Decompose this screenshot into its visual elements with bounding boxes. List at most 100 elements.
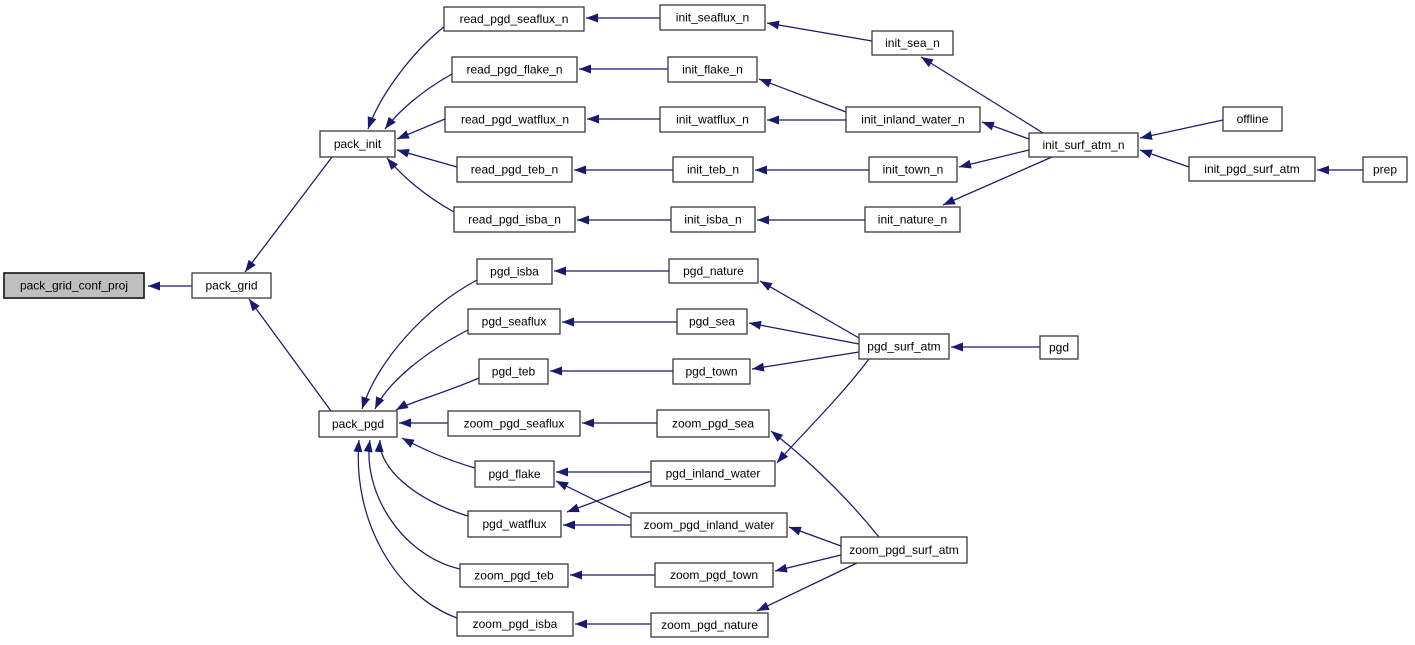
node-pgd[interactable]: pgd [1039, 335, 1079, 360]
node-label-pgd_inland_water: pgd_inland_water [666, 467, 761, 481]
node-prep[interactable]: prep [1362, 156, 1408, 183]
node-pgd_teb[interactable]: pgd_teb [478, 358, 549, 385]
node-box-pgd_nature[interactable] [668, 258, 759, 284]
node-box-init_watflux_n[interactable] [659, 106, 766, 133]
node-box-zoom_pgd_surf_atm[interactable] [840, 536, 968, 564]
node-pgd_watflux[interactable]: pgd_watflux [467, 510, 562, 538]
node-box-pgd_teb[interactable] [478, 358, 549, 385]
node-box-init_town_n[interactable] [868, 156, 958, 183]
node-pgd_inland_water[interactable]: pgd_inland_water [650, 460, 776, 487]
node-box-zoom_pgd_inland_water[interactable] [630, 512, 788, 538]
node-label-init_nature_n: init_nature_n [878, 213, 947, 227]
edge-read_pgd_isba_n-to-pack_init [386, 157, 455, 213]
edge-zoom_pgd_inland_water-to-pgd_flake [555, 480, 632, 519]
node-box-pgd_town[interactable] [672, 358, 751, 385]
node-zoom_pgd_surf_atm[interactable]: zoom_pgd_surf_atm [840, 536, 968, 564]
node-box-pgd_watflux[interactable] [467, 510, 562, 538]
node-box-pack_grid[interactable] [191, 272, 272, 299]
edge-read_pgd_watflux_n-to-pack_init [396, 118, 446, 140]
node-box-init_isba_n[interactable] [670, 206, 756, 233]
node-box-init_seaflux_n[interactable] [659, 4, 766, 31]
node-init_surf_atm_n[interactable]: init_surf_atm_n [1028, 132, 1139, 158]
edge-init_inland_water_n-to-init_flake_n [758, 78, 847, 113]
node-init_watflux_n[interactable]: init_watflux_n [659, 106, 766, 133]
node-box-read_pgd_watflux_n[interactable] [444, 106, 586, 133]
node-read_pgd_watflux_n[interactable]: read_pgd_watflux_n [444, 106, 586, 133]
node-box-pgd_isba[interactable] [476, 258, 553, 285]
edge-pack_init-to-pack_grid [244, 156, 333, 273]
node-zoom_pgd_sea[interactable]: zoom_pgd_sea [656, 409, 770, 438]
node-box-zoom_pgd_teb[interactable] [459, 563, 569, 588]
node-pack_init[interactable]: pack_init [319, 130, 396, 158]
edge-zoom_pgd_teb-to-pack_pgd [363, 439, 461, 570]
node-label-init_seaflux_n: init_seaflux_n [676, 11, 749, 25]
node-box-read_pgd_isba_n[interactable] [453, 206, 576, 233]
node-box-init_nature_n[interactable] [864, 206, 961, 233]
node-box-init_sea_n[interactable] [871, 30, 954, 56]
edge-init_surf_atm_n-to-init_town_n [958, 149, 1030, 169]
node-box-pgd[interactable] [1039, 335, 1079, 360]
node-pgd_town[interactable]: pgd_town [672, 358, 751, 385]
node-zoom_pgd_seaflux[interactable]: zoom_pgd_seaflux [447, 410, 581, 437]
node-zoom_pgd_town[interactable]: zoom_pgd_town [654, 562, 774, 588]
node-pgd_flake[interactable]: pgd_flake [474, 460, 555, 488]
node-zoom_pgd_inland_water[interactable]: zoom_pgd_inland_water [630, 512, 788, 538]
node-label-pgd_watflux: pgd_watflux [482, 517, 546, 531]
edge-read_pgd_flake_n-to-pack_init [384, 73, 453, 130]
node-offline[interactable]: offline [1222, 106, 1283, 132]
node-init_teb_n[interactable]: init_teb_n [672, 156, 754, 183]
node-init_seaflux_n[interactable]: init_seaflux_n [659, 4, 766, 31]
node-pack_pgd[interactable]: pack_pgd [318, 410, 398, 438]
node-read_pgd_seaflux_n[interactable]: read_pgd_seaflux_n [443, 6, 585, 32]
node-pack_grid[interactable]: pack_grid [191, 272, 272, 299]
node-box-pgd_sea[interactable] [676, 308, 748, 335]
node-init_pgd_surf_atm[interactable]: init_pgd_surf_atm [1188, 156, 1316, 182]
node-box-init_teb_n[interactable] [672, 156, 754, 183]
node-label-init_surf_atm_n: init_surf_atm_n [1042, 138, 1124, 152]
node-zoom_pgd_nature[interactable]: zoom_pgd_nature [650, 612, 769, 638]
node-pgd_surf_atm[interactable]: pgd_surf_atm [858, 333, 950, 360]
node-box-init_flake_n[interactable] [667, 56, 758, 83]
node-init_inland_water_n[interactable]: init_inland_water_n [845, 106, 981, 133]
node-read_pgd_flake_n[interactable]: read_pgd_flake_n [451, 56, 578, 83]
node-box-read_pgd_seaflux_n[interactable] [443, 6, 585, 32]
node-init_isba_n[interactable]: init_isba_n [670, 206, 756, 233]
node-box-init_inland_water_n[interactable] [845, 106, 981, 133]
edges-layer [148, 13, 1363, 629]
edge-zoom_pgd_isba-to-pack_pgd [353, 439, 458, 619]
node-pgd_sea[interactable]: pgd_sea [676, 308, 748, 335]
node-box-read_pgd_flake_n[interactable] [451, 56, 578, 83]
node-init_flake_n[interactable]: init_flake_n [667, 56, 758, 83]
node-box-pgd_flake[interactable] [474, 460, 555, 488]
node-pgd_isba[interactable]: pgd_isba [476, 258, 553, 285]
edge-pgd_flake-to-pack_pgd [401, 437, 476, 469]
node-box-zoom_pgd_nature[interactable] [650, 612, 769, 638]
node-box-pgd_inland_water[interactable] [650, 460, 776, 487]
edge-read_pgd_seaflux_n-to-pack_init [367, 25, 446, 130]
node-read_pgd_teb_n[interactable]: read_pgd_teb_n [456, 156, 573, 183]
node-pgd_nature[interactable]: pgd_nature [668, 258, 759, 284]
node-label-pack_grid_conf_proj: pack_grid_conf_proj [20, 279, 128, 293]
node-box-pack_init[interactable] [319, 130, 396, 158]
node-zoom_pgd_isba[interactable]: zoom_pgd_isba [456, 611, 574, 637]
node-init_town_n[interactable]: init_town_n [868, 156, 958, 183]
node-box-zoom_pgd_isba[interactable] [456, 611, 574, 637]
node-box-zoom_pgd_town[interactable] [654, 562, 774, 588]
node-zoom_pgd_teb[interactable]: zoom_pgd_teb [459, 563, 569, 588]
node-box-init_surf_atm_n[interactable] [1028, 132, 1139, 158]
node-init_sea_n[interactable]: init_sea_n [871, 30, 954, 56]
node-box-pgd_seaflux[interactable] [467, 308, 561, 335]
node-box-prep[interactable] [1362, 156, 1408, 183]
node-box-zoom_pgd_sea[interactable] [656, 409, 770, 438]
node-box-offline[interactable] [1222, 106, 1283, 132]
node-box-pgd_surf_atm[interactable] [858, 333, 950, 360]
node-box-zoom_pgd_seaflux[interactable] [447, 410, 581, 437]
node-init_nature_n[interactable]: init_nature_n [864, 206, 961, 233]
node-box-init_pgd_surf_atm[interactable] [1188, 156, 1316, 182]
node-box-read_pgd_teb_n[interactable] [456, 156, 573, 183]
node-box-pack_pgd[interactable] [318, 410, 398, 438]
node-read_pgd_isba_n[interactable]: read_pgd_isba_n [453, 206, 576, 233]
edge-zoom_pgd_surf_atm-to-zoom_pgd_town [774, 554, 842, 573]
node-pgd_seaflux[interactable]: pgd_seaflux [467, 308, 561, 335]
